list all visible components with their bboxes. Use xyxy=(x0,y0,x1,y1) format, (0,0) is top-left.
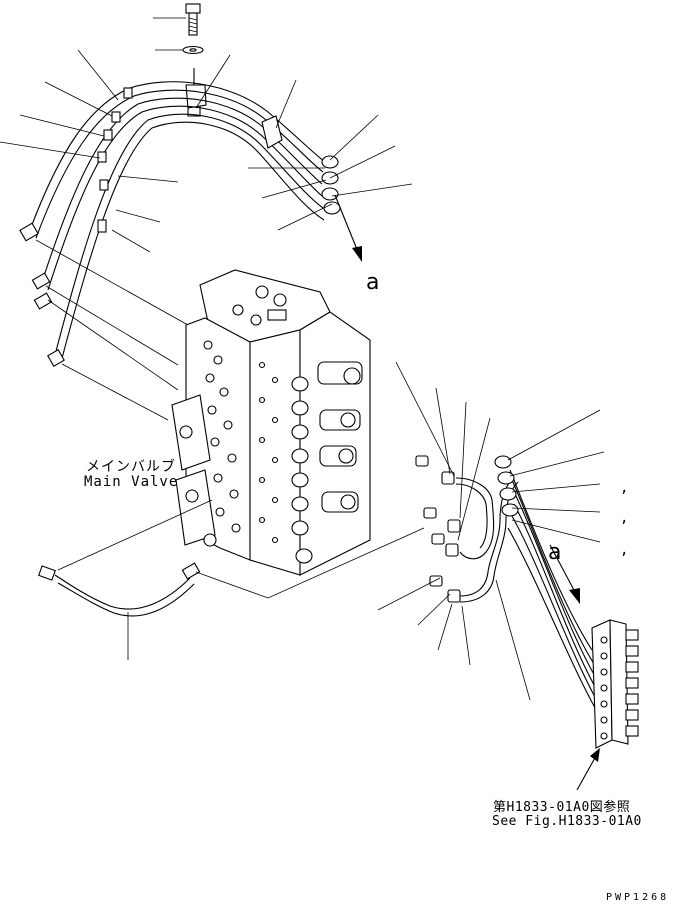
main-valve-label-jp: メインバルブ xyxy=(86,459,176,475)
leader-lines-right xyxy=(377,361,605,701)
comma-3: , xyxy=(620,542,629,558)
reference-label-en: See Fig.H1833-01A0 xyxy=(492,814,642,829)
loose-fittings xyxy=(415,455,461,603)
main-valve-block xyxy=(171,269,371,576)
arrow-a-top-label: a xyxy=(366,270,380,295)
upper-hose-bundle xyxy=(19,81,341,367)
bolt xyxy=(185,3,201,36)
leader-lines-top xyxy=(0,17,413,421)
arrow-a-top xyxy=(334,194,362,262)
reference-label-jp: 第H1833-01A0図参照 xyxy=(493,800,631,815)
lower-hose xyxy=(38,499,425,660)
arrow-a-right xyxy=(549,544,580,604)
comma-2: , xyxy=(620,510,629,526)
main-valve-label-en: Main Valve xyxy=(84,474,179,490)
arrow-a-right-label: a xyxy=(548,540,562,565)
right-hose-bundle xyxy=(455,455,603,721)
arrow-reference xyxy=(576,748,600,791)
washer xyxy=(182,45,204,55)
comma-1: , xyxy=(620,480,629,496)
drawing-code: PWP1268 xyxy=(606,892,670,903)
junction-block xyxy=(591,619,639,749)
